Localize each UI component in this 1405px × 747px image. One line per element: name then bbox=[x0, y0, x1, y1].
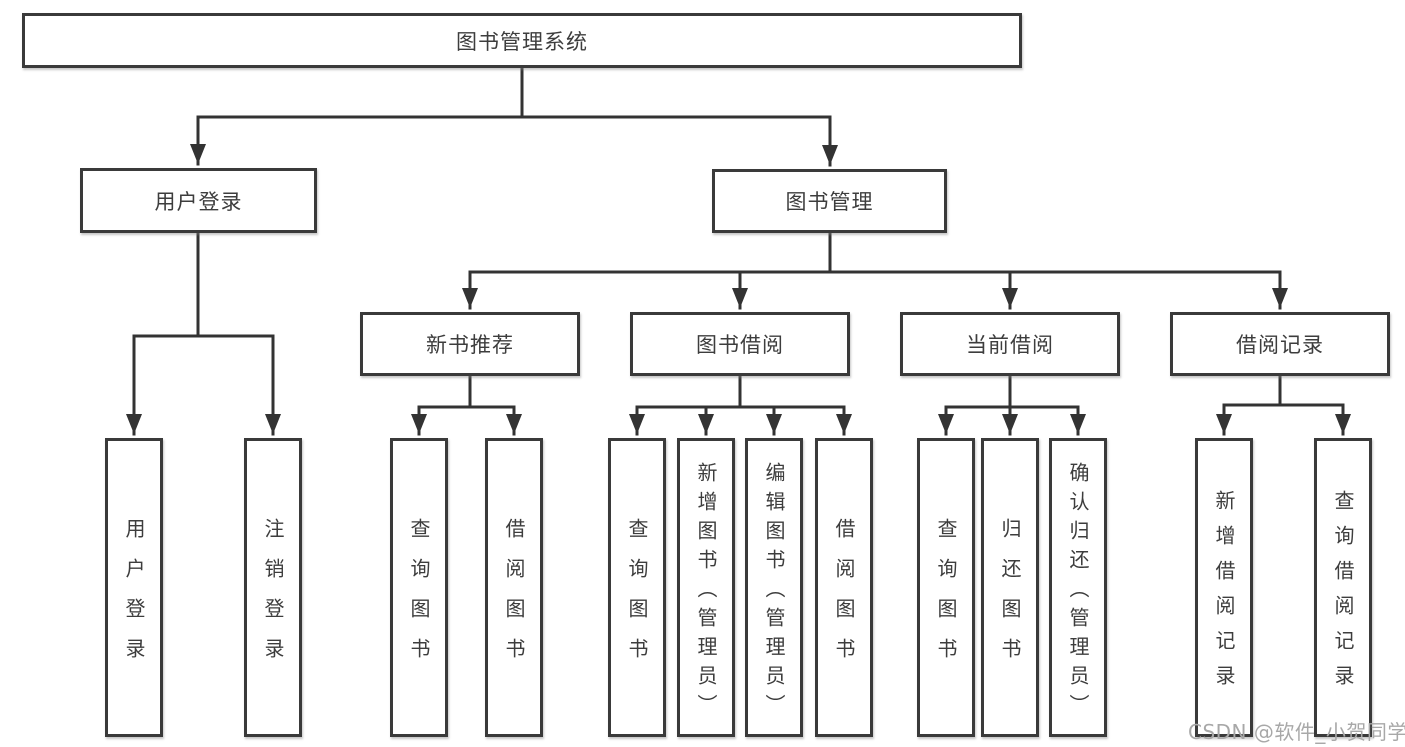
node-label: 编辑图书（管理员） bbox=[762, 461, 786, 723]
node-leaf-add-borrow-record: 新增借阅记录 bbox=[1195, 438, 1253, 737]
node-label: 用户登录 bbox=[154, 189, 243, 214]
node-label: 图书借阅 bbox=[696, 333, 784, 357]
node-borrow-record: 借阅记录 bbox=[1170, 312, 1390, 376]
node-leaf-borrow-book: 借阅图书 bbox=[815, 438, 873, 737]
node-leaf-logout: 注销登录 bbox=[244, 438, 302, 737]
node-label: 注销登录 bbox=[261, 517, 285, 678]
node-book-management: 图书管理 bbox=[712, 169, 947, 233]
csdn-watermark: CSDN @软件_小贺同学 bbox=[1188, 720, 1405, 744]
node-leaf-add-book-admin: 新增图书（管理员） bbox=[677, 438, 735, 737]
node-leaf-user-login: 用户登录 bbox=[105, 438, 163, 737]
node-label: 借阅图书 bbox=[502, 517, 526, 678]
node-leaf-borrow-book-recommend: 借阅图书 bbox=[485, 438, 543, 737]
node-label: 确认归还（管理员） bbox=[1066, 461, 1090, 723]
node-label: 新增借阅记录 bbox=[1212, 490, 1236, 700]
node-label: 新增图书（管理员） bbox=[694, 461, 718, 723]
node-label: 查询图书 bbox=[407, 517, 431, 678]
node-label: 归还图书 bbox=[998, 517, 1022, 678]
node-label: 查询图书 bbox=[934, 517, 958, 678]
node-leaf-edit-book-admin: 编辑图书（管理员） bbox=[745, 438, 803, 737]
node-library-management-system: 图书管理系统 bbox=[22, 13, 1022, 68]
node-label: 查询借阅记录 bbox=[1331, 490, 1355, 700]
node-leaf-query-borrow-record: 查询借阅记录 bbox=[1314, 438, 1372, 737]
node-label: 当前借阅 bbox=[966, 333, 1054, 357]
node-leaf-query-book-recommend: 查询图书 bbox=[390, 438, 448, 737]
node-label: 借阅图书 bbox=[832, 517, 856, 678]
node-leaf-confirm-return-admin: 确认归还（管理员） bbox=[1049, 438, 1107, 737]
node-label: 图书管理 bbox=[785, 190, 874, 214]
node-new-book-recommend: 新书推荐 bbox=[360, 312, 580, 376]
node-label: 借阅记录 bbox=[1236, 333, 1324, 357]
node-leaf-return-book: 归还图书 bbox=[981, 438, 1039, 737]
node-book-borrow: 图书借阅 bbox=[630, 312, 850, 376]
node-leaf-query-book-current: 查询图书 bbox=[917, 438, 975, 737]
node-leaf-query-book-borrow: 查询图书 bbox=[608, 438, 666, 737]
node-label: 用户登录 bbox=[122, 517, 146, 678]
node-user-login: 用户登录 bbox=[80, 168, 317, 233]
node-label: 新书推荐 bbox=[426, 333, 514, 357]
node-label: 查询图书 bbox=[625, 517, 649, 678]
node-label: 图书管理系统 bbox=[456, 29, 588, 54]
node-current-borrow: 当前借阅 bbox=[900, 312, 1120, 376]
